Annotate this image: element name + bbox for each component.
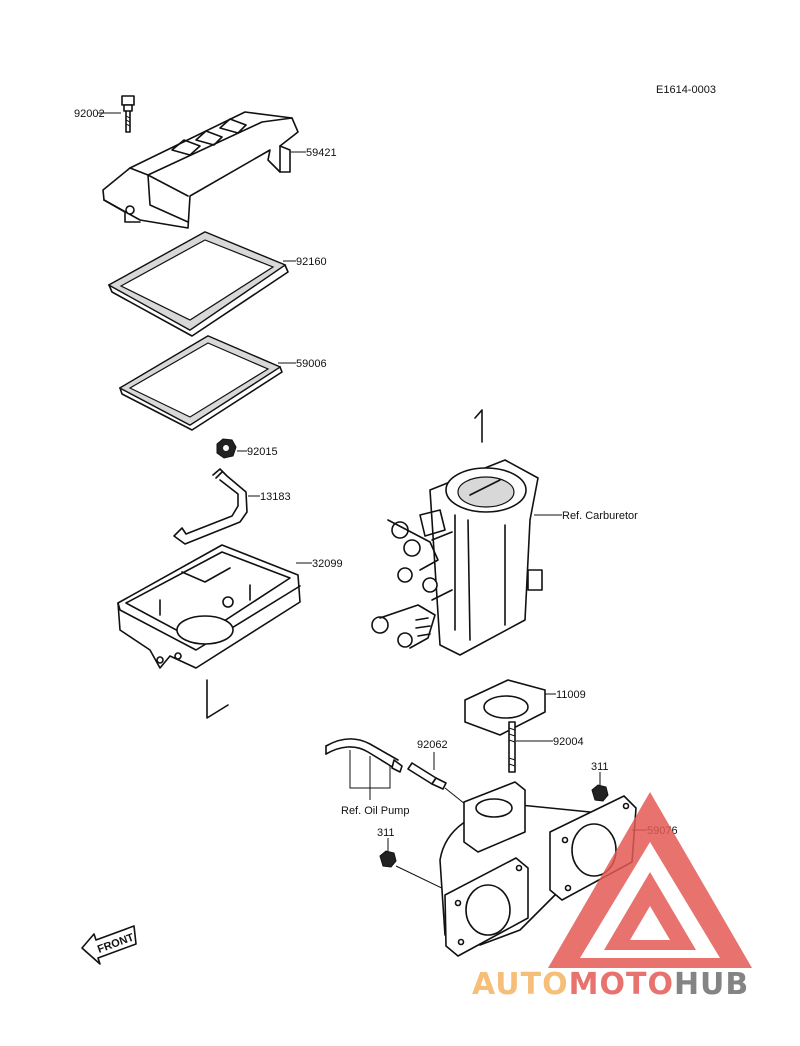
label-92004: 92004: [553, 736, 584, 748]
nut-311-right: [591, 784, 609, 802]
front-arrow: FRONT: [81, 925, 137, 965]
airbox-32099: [117, 544, 301, 669]
diagram-id: E1614-0003: [656, 84, 716, 96]
carburetor: [371, 459, 543, 656]
watermark-text: AUTOMOTOHUB: [472, 967, 749, 1002]
nut-92015: [216, 438, 237, 459]
seal-92160: [107, 231, 289, 337]
cover-59421: [102, 111, 299, 229]
label-92062: 92062: [417, 739, 448, 751]
label-59421: 59421: [306, 147, 337, 159]
gasket-11009: [464, 679, 546, 736]
manifold-59076: [439, 781, 637, 957]
label-92002: 92002: [74, 108, 105, 120]
label-59006: 59006: [296, 358, 327, 370]
label-ref-carburetor: Ref. Carburetor: [562, 510, 638, 522]
oil-pump-hose: [325, 738, 403, 773]
reference-mark-bottom: [206, 679, 229, 719]
bracket-13183: [173, 468, 248, 545]
nut-311-left: [379, 850, 397, 868]
label-92015: 92015: [247, 446, 278, 458]
automotohub-logo: AUTOMOTOHUB: [472, 792, 752, 1002]
label-92160: 92160: [296, 256, 327, 268]
label-13183: 13183: [260, 491, 291, 503]
label-11009: 11009: [556, 689, 586, 701]
label-32099: 32099: [312, 558, 343, 570]
stud-92004: [508, 721, 516, 773]
label-311-left: 311: [377, 827, 395, 839]
filter-59006: [118, 335, 283, 431]
bolt-92002: [121, 95, 135, 133]
label-ref-oil-pump: Ref. Oil Pump: [341, 805, 409, 817]
label-311-right: 311: [591, 761, 609, 773]
nipple-92062: [407, 762, 447, 790]
reference-mark-top: [474, 409, 483, 443]
